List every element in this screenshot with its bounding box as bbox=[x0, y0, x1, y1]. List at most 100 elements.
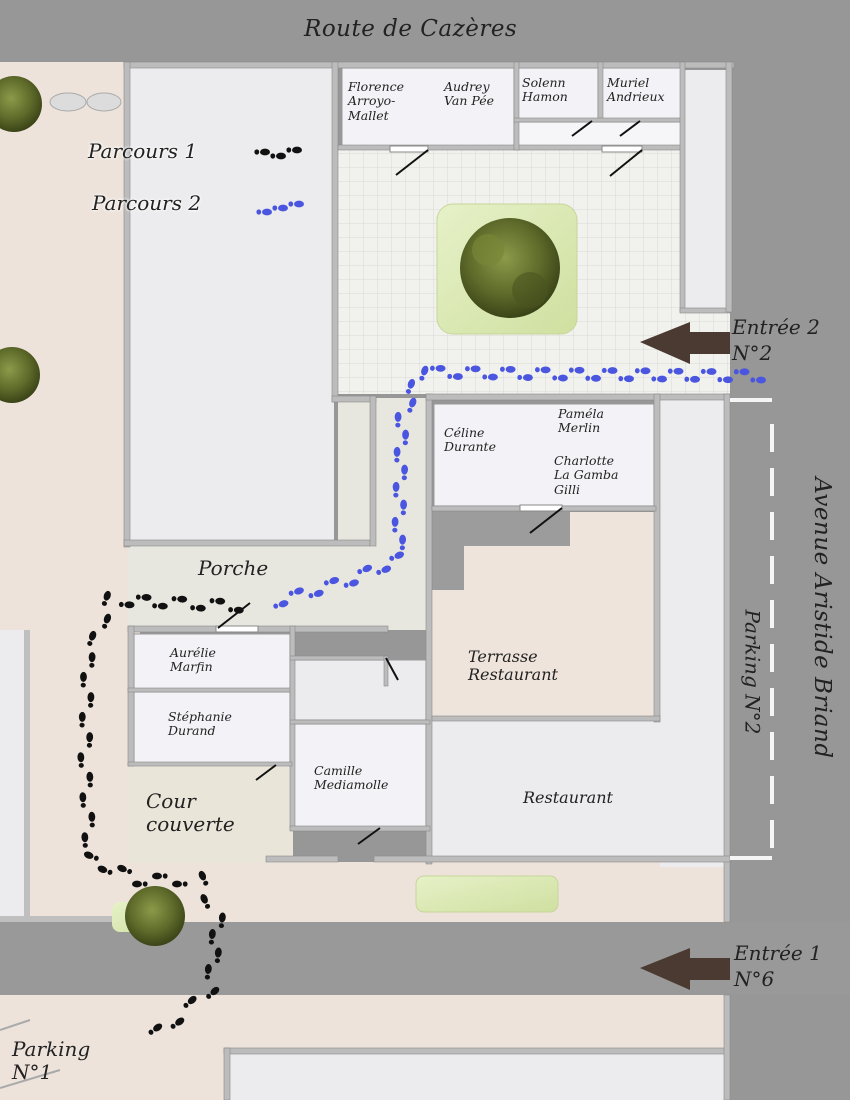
entrance-2-label: Entrée 2 N°2 bbox=[732, 314, 820, 366]
room-charlotte-line1: Charlotte bbox=[554, 453, 615, 468]
room-solenn-line2: Hamon bbox=[522, 89, 568, 105]
office-muriel bbox=[601, 67, 683, 121]
footprint bbox=[684, 375, 701, 383]
entrance-1-name: Entrée 1 bbox=[734, 941, 822, 965]
footprint bbox=[132, 880, 148, 888]
restaurant-area bbox=[432, 720, 727, 860]
room-muriel-line1: Muriel bbox=[607, 75, 650, 90]
room-celine-line1: Céline bbox=[444, 425, 485, 440]
area-cour-couverte: Cour couverte bbox=[146, 790, 235, 836]
legend-parcours-2: Parcours 2 bbox=[92, 191, 202, 215]
terrasse-area bbox=[432, 512, 656, 718]
cour-couverte-area bbox=[128, 765, 293, 863]
porche-area bbox=[128, 545, 430, 630]
room-florence: Florence Arroyo- Mallet bbox=[348, 79, 405, 123]
tree-mid-left bbox=[0, 347, 40, 403]
room-aurelie: Aurélie Marfin bbox=[170, 645, 216, 675]
room-florence-line1: Florence bbox=[348, 79, 405, 94]
hall-left bbox=[128, 62, 334, 547]
entrance-2-number: N°2 bbox=[732, 341, 773, 365]
entrance-1-arrow bbox=[640, 948, 730, 990]
room-muriel-line2: Andrieux bbox=[607, 89, 665, 105]
legend-footprint-2 bbox=[256, 208, 272, 216]
footprint bbox=[568, 366, 585, 374]
footprint bbox=[499, 365, 516, 373]
room-camille: Camille Mediamolle bbox=[314, 763, 388, 793]
office-small bbox=[293, 659, 427, 721]
footprint bbox=[517, 373, 533, 382]
room-charlotte-line3: Gilli bbox=[554, 481, 580, 497]
office-camille bbox=[293, 723, 427, 829]
area-cour-line1: Cour bbox=[146, 789, 196, 813]
tree-bottom bbox=[125, 886, 185, 946]
footprint bbox=[534, 366, 551, 374]
room-celine-line2: Durante bbox=[444, 439, 496, 455]
legend-footprint-1 bbox=[286, 146, 302, 154]
footprint bbox=[634, 367, 651, 375]
room-muriel: Muriel Andrieux bbox=[607, 75, 665, 105]
office-stephanie bbox=[133, 691, 291, 765]
room-florence-line3: Mallet bbox=[348, 107, 389, 123]
office-aurelie bbox=[133, 633, 291, 691]
room-pamela: Paméla Merlin bbox=[558, 406, 605, 436]
office-corridor bbox=[517, 121, 683, 149]
entrance-2-name: Entrée 2 bbox=[732, 315, 820, 339]
courtyard-tree bbox=[460, 218, 560, 318]
bottom-building bbox=[228, 1050, 728, 1100]
area-cour-line2: couverte bbox=[146, 812, 235, 836]
footprint bbox=[172, 880, 188, 888]
stone-2 bbox=[86, 92, 122, 112]
parking-1-marks bbox=[0, 1019, 61, 1089]
legend-parcours-1: Parcours 1 bbox=[88, 139, 198, 163]
room-solenn: Solenn Hamon bbox=[522, 75, 568, 105]
area-terrasse-line2: Restaurant bbox=[468, 665, 558, 685]
room-stephanie-line2: Durand bbox=[168, 723, 216, 739]
footprint bbox=[733, 368, 750, 376]
legend-footprint-1 bbox=[270, 152, 286, 160]
room-solenn-line1: Solenn bbox=[522, 75, 566, 90]
footprint bbox=[618, 375, 635, 383]
street-top-label: Route de Cazères bbox=[304, 16, 518, 42]
room-charlotte: Charlotte La Gamba Gilli bbox=[554, 453, 619, 497]
footprint bbox=[717, 376, 734, 384]
footprint bbox=[667, 367, 684, 375]
legend-footprint-2 bbox=[288, 200, 304, 208]
room-aurelie-line1: Aurélie bbox=[170, 645, 216, 660]
area-porche: Porche bbox=[198, 556, 269, 580]
footprint bbox=[482, 373, 498, 381]
entrance-1-label: Entrée 1 N°6 bbox=[734, 940, 822, 992]
room-audrey: Audrey Van Pée bbox=[444, 79, 494, 109]
right-wing bbox=[684, 70, 726, 310]
parking-1-line2: N°1 bbox=[12, 1060, 53, 1084]
room-aurelie-line2: Marfin bbox=[170, 659, 213, 675]
footprint bbox=[585, 374, 602, 382]
room-audrey-line1: Audrey bbox=[444, 79, 490, 94]
footprint bbox=[429, 364, 446, 372]
footprint bbox=[152, 872, 168, 880]
room-stephanie-line1: Stéphanie bbox=[168, 709, 232, 724]
room-charlotte-line2: La Gamba bbox=[554, 467, 619, 483]
parking-2-label: Parking N°2 bbox=[740, 609, 765, 735]
room-florence-line2: Arroyo- bbox=[348, 93, 396, 109]
footprint bbox=[601, 367, 618, 374]
entrance-2-arrow bbox=[640, 322, 730, 364]
legend-footprint-2 bbox=[272, 204, 288, 212]
stone-1 bbox=[49, 92, 87, 112]
footprint bbox=[750, 376, 767, 384]
area-restaurant: Restaurant bbox=[523, 788, 613, 807]
room-stephanie: Stéphanie Durand bbox=[168, 709, 232, 739]
footprint bbox=[464, 365, 481, 373]
parking-1-label: Parking N°1 bbox=[12, 1038, 90, 1084]
entrance-1-number: N°6 bbox=[734, 967, 775, 991]
room-camille-line1: Camille bbox=[314, 763, 363, 778]
footprint bbox=[447, 372, 463, 381]
office-florence bbox=[341, 67, 515, 149]
footprint bbox=[552, 374, 568, 382]
room-audrey-line2: Van Pée bbox=[444, 93, 494, 109]
area-terrasse: Terrasse Restaurant bbox=[468, 647, 558, 685]
room-pamela-line1: Paméla bbox=[558, 406, 605, 421]
grass-strip bbox=[415, 875, 559, 913]
room-pamela-line2: Merlin bbox=[558, 420, 601, 436]
footprint bbox=[651, 375, 668, 383]
